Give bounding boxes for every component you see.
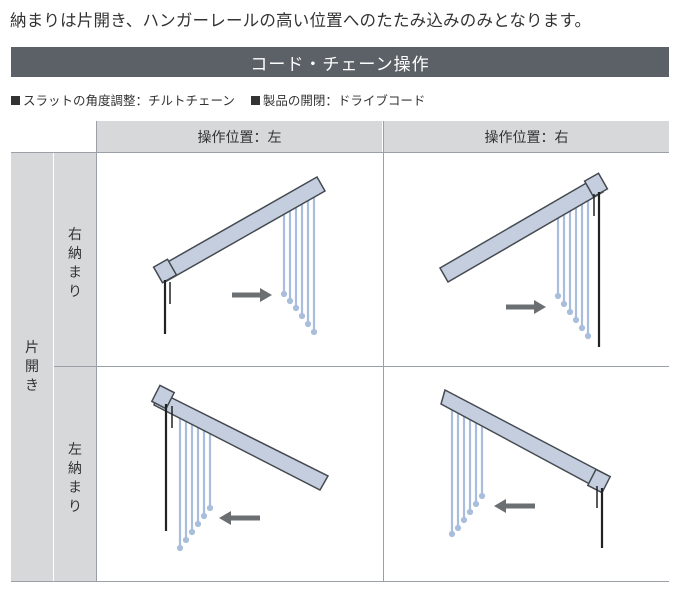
column-header-right: 操作位置：右: [384, 121, 669, 152]
row-group-label: 片 開 き: [25, 340, 39, 394]
illustration-left-stack-right-operation: [385, 368, 669, 580]
slats: [448, 402, 486, 538]
arrow-left-icon: [494, 499, 535, 513]
rail-end-cap: [152, 258, 178, 284]
slats: [176, 404, 214, 552]
head-rail: [440, 388, 609, 491]
grid-line: [383, 121, 384, 581]
slats: [280, 189, 318, 336]
row-label-left-stack: 左 納 ま り: [68, 442, 82, 515]
arrow-right-icon: [232, 288, 272, 302]
row-group-header: [11, 153, 53, 581]
grid-line: [54, 366, 669, 367]
grid-line: [11, 581, 669, 582]
legend-open-close: 製品の開閉：ドライブコード: [262, 93, 426, 108]
arrow-left-icon: [219, 511, 260, 525]
banner-title: コード・チェーン操作: [250, 54, 430, 75]
rail-end-cap: [583, 172, 609, 198]
legend: スラットの角度調整：チルトチェーン 製品の開閉：ドライブコード: [11, 90, 425, 109]
arrow-right-icon: [506, 300, 546, 314]
rail-end-cap: [586, 468, 612, 494]
head-rail: [438, 176, 605, 284]
illustration-right-stack-right-operation: [385, 154, 669, 365]
legend-tilt: スラットの角度調整：チルトチェーン: [23, 93, 235, 108]
illustration-right-stack-left-operation: [98, 154, 382, 365]
slats: [554, 197, 592, 340]
rail-end-cap: [150, 384, 176, 410]
row-label-right-stack: 右 納 ま り: [68, 227, 82, 300]
illustration-left-stack-left-operation: [98, 368, 382, 580]
legend-square-icon: [250, 96, 260, 105]
legend-square-icon: [11, 96, 20, 105]
row-header-right-stack: [54, 153, 96, 366]
column-header-left: 操作位置：左: [97, 121, 382, 152]
intro-text: 納まりは片開き、ハンガーレールの高い位置へのたたみ込みのみとなります。: [10, 11, 592, 30]
head-rail: [155, 175, 327, 284]
grid-line: [96, 121, 97, 581]
row-header-left-stack: [54, 367, 96, 581]
grid-line: [11, 152, 669, 153]
section-banner: コード・チェーン操作: [11, 47, 669, 77]
